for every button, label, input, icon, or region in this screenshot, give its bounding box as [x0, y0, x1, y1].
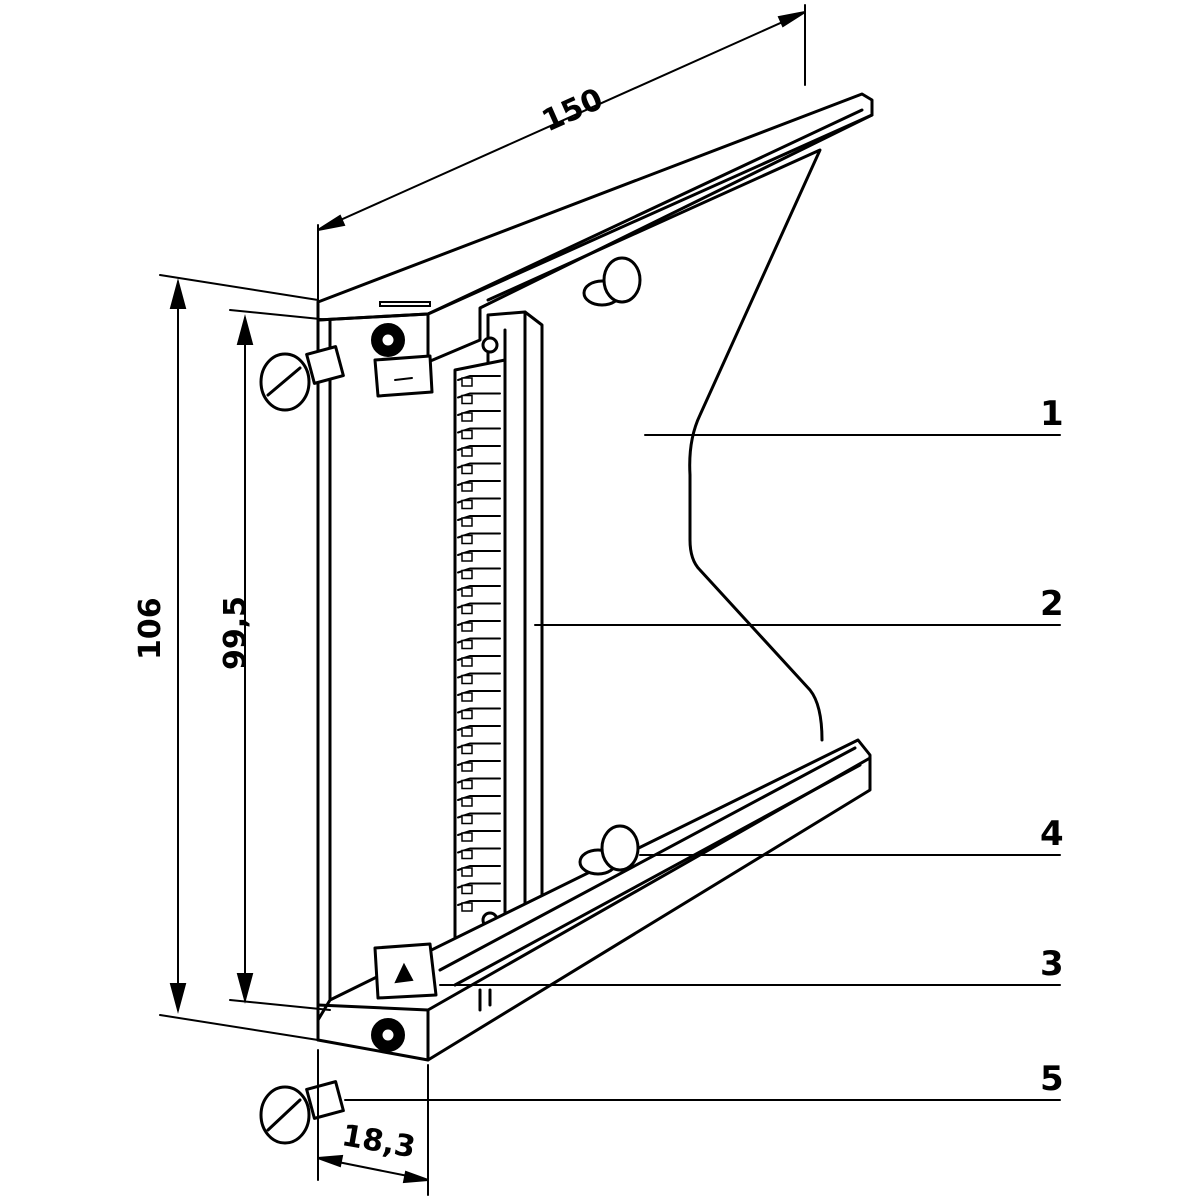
- connector-pin-slot: [461, 744, 473, 755]
- connector-pin-slot: [461, 517, 473, 527]
- connector-pin-slot: [461, 377, 473, 387]
- bottom-rail: [316, 738, 872, 1062]
- connector-pin-slot: [461, 814, 473, 825]
- screw-board-bottom: [578, 824, 640, 876]
- callout-2: 2: [534, 584, 1064, 626]
- connector-pins: [457, 375, 501, 912]
- connector-pin-slot: [461, 849, 473, 860]
- connector-pin-slot: [461, 429, 473, 440]
- circuit-board: [486, 148, 824, 742]
- connector-pin-slot: [461, 762, 473, 772]
- connector-pin-slot: [461, 569, 473, 580]
- dimension-length-label: 150: [537, 82, 608, 139]
- connector-pin-slot: [461, 884, 473, 895]
- connector-pin-slot: [461, 482, 473, 492]
- dimension-inner-height: 99,5: [218, 309, 331, 1011]
- connector-pin-slot: [461, 657, 473, 667]
- dimension-width-label: 18,3: [339, 1118, 418, 1165]
- dimension-outer-height-label: 106: [133, 597, 168, 660]
- callout-5-label: 5: [1040, 1059, 1064, 1099]
- connector-pin-slot: [461, 552, 473, 562]
- screw-bottom-left: [259, 1018, 405, 1145]
- callout-1-label: 1: [1040, 394, 1064, 434]
- callout-2-label: 2: [1040, 584, 1064, 624]
- screw-board-top: [582, 256, 642, 307]
- callout-4-label: 4: [1040, 814, 1064, 854]
- dimension-inner-height-label: 99,5: [218, 596, 253, 670]
- dimension-outer-height: 106: [133, 274, 319, 1041]
- connector-pin-slot: [461, 709, 473, 720]
- connector-pin-slot: [461, 464, 473, 475]
- connector-pin-slot: [461, 902, 473, 912]
- connector-pin-slot: [461, 534, 473, 545]
- callout-1: 1: [644, 394, 1064, 436]
- connector-pin-slot: [461, 692, 473, 702]
- callout-5: 5: [344, 1059, 1064, 1101]
- connector-pin-slot: [461, 604, 473, 615]
- guide-clip-bottom: [373, 942, 438, 1000]
- connector-pin-slot: [461, 639, 473, 650]
- callout-3: 3: [439, 944, 1064, 986]
- connector-pin-slot: [461, 622, 473, 632]
- callout-4: 4: [639, 814, 1064, 856]
- connector-pin-slot: [461, 832, 473, 842]
- connector-pin-slot: [461, 412, 473, 422]
- connector-pin-slot: [461, 779, 473, 790]
- connector-pin-slot: [461, 587, 473, 597]
- connector-pin-slot: [461, 867, 473, 877]
- screw-top-left: [259, 323, 405, 412]
- connector-pin-slot: [461, 394, 473, 405]
- connector-pin-slot: [461, 797, 473, 807]
- connector-pin-slot: [461, 447, 473, 457]
- connector-strip: [453, 310, 544, 947]
- connector-pin-slot: [461, 499, 473, 510]
- callout-3-label: 3: [1040, 944, 1064, 984]
- dimension-width: 18,3: [317, 1049, 429, 1196]
- top-rail: [316, 92, 874, 1042]
- guide-clip-top: [373, 354, 434, 398]
- connector-pin-slot: [461, 674, 473, 685]
- connector-pin-slot: [461, 727, 473, 737]
